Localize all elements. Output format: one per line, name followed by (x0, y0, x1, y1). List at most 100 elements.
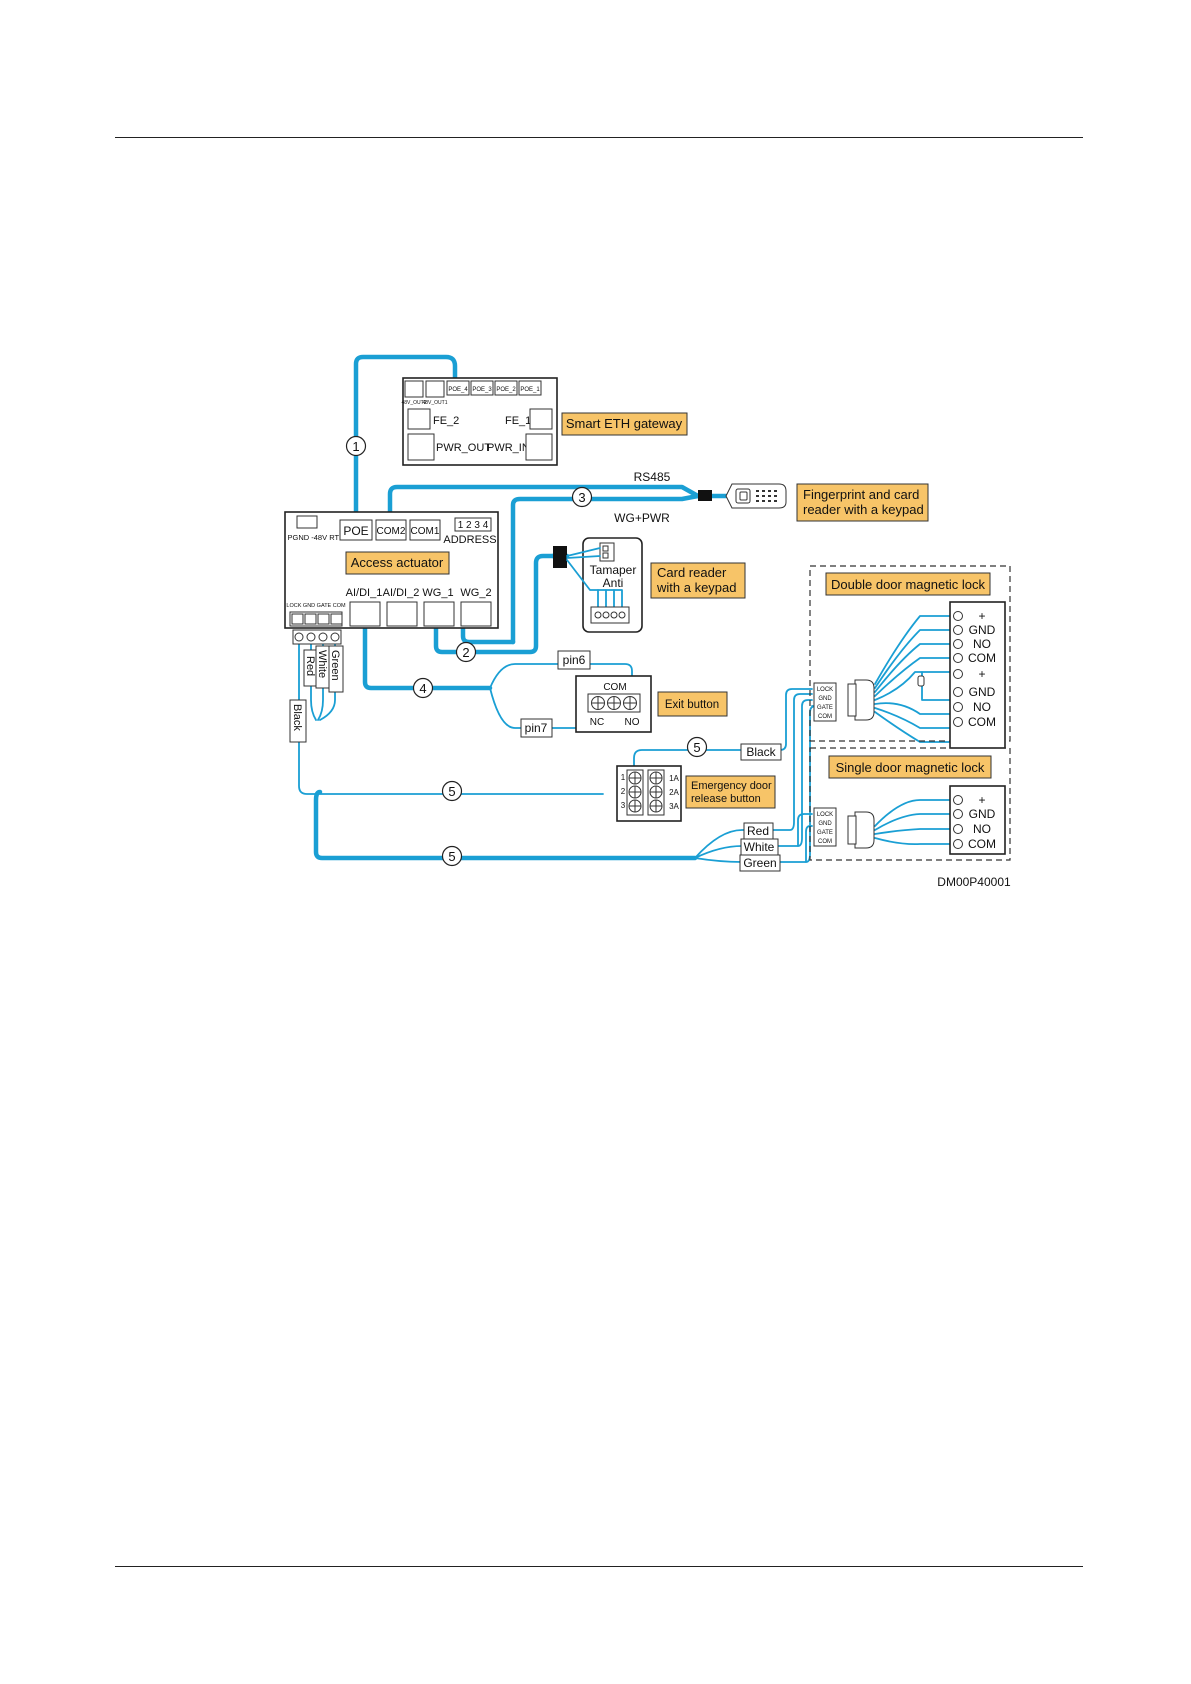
black-wire-label: Black (746, 745, 776, 759)
double-lock-term-7: NO (973, 700, 991, 714)
actuator-addr-digits: 1 2 3 4 (458, 520, 489, 531)
emergency-right-2a: 2A (669, 788, 679, 797)
double-lock-term-8: COM (968, 715, 996, 729)
pin7-label: pin7 (525, 721, 548, 735)
single-lock-conn-lock: LOCK (817, 812, 833, 818)
card-reader: Tamaper Anti Card reader with a keypad (553, 537, 746, 633)
gateway-title: Smart ETH gateway (566, 416, 683, 431)
label-black-vertical: Black (291, 704, 303, 731)
wire-5-white (694, 699, 813, 859)
card-reader-tamper-1: Tamaper (590, 563, 637, 577)
exit-no: NO (625, 717, 640, 728)
wire-5-black (633, 688, 813, 776)
emergency-right-1a: 1A (669, 774, 679, 783)
actuator-aidi2: AI/DI_2 (383, 587, 420, 599)
actuator-power-label: PGND -48V RTN (288, 533, 345, 542)
single-lock-term-4: COM (968, 837, 996, 851)
double-lock-term-1: + (978, 609, 985, 623)
double-door-magnetic-lock: Double door magnetic lock LOCK GND GATE … (809, 565, 1011, 749)
wire-number-5-top: 5 (693, 740, 700, 755)
gateway-port-poe4: POE_4 (448, 387, 468, 393)
double-lock-conn-gnd: GND (818, 696, 832, 702)
gateway-port-poe1: POE_1 (520, 387, 540, 393)
single-lock-conn-gate: GATE (817, 830, 833, 836)
actuator-wg1: WG_1 (422, 587, 453, 599)
wire-5-color-tags: Red White Green (739, 822, 781, 872)
double-lock-term-2: GND (969, 623, 996, 637)
actuator-address: ADDRESS (443, 534, 496, 546)
wire-wg2-lead (460, 615, 516, 645)
wire-4-exit (362, 617, 493, 691)
gateway-port-poe3: POE_3 (472, 387, 492, 393)
terminal-color-labels: Red White Green Black (289, 645, 344, 743)
red-wire-label: Red (747, 824, 769, 838)
wire-5-bundle (313, 789, 698, 861)
gateway-port-poe2: POE_2 (496, 387, 516, 393)
emergency-left-3: 3 (621, 801, 626, 810)
fingerprint-label-line2: reader with a keypad (803, 502, 924, 517)
exit-button-title: Exit button (665, 699, 719, 711)
top-rule (115, 137, 1083, 138)
wire-number-5-bottom: 5 (448, 849, 455, 864)
exit-com: COM (603, 682, 626, 693)
actuator-title: Access actuator (351, 555, 444, 570)
wire-3-wgpwr (510, 493, 701, 645)
double-lock-term-4: COM (968, 651, 996, 665)
gateway-fe2: FE_2 (433, 415, 459, 427)
wire-5-white-top (317, 634, 324, 721)
gateway-pwr-in: PWR_IN (487, 442, 530, 454)
single-lock-term-1: + (978, 793, 985, 807)
exit-nc: NC (590, 717, 604, 728)
wire-5-single-branch (797, 813, 813, 847)
gateway-pwr-out: PWR_OUT (436, 442, 491, 454)
wire-number-4: 4 (419, 681, 426, 696)
double-lock-conn-lock: LOCK (817, 687, 833, 693)
single-lock-conn-gnd: GND (818, 821, 832, 827)
emergency-left-1: 1 (621, 773, 626, 782)
card-reader-label-line2: with a keypad (656, 580, 737, 595)
double-lock-term-5: + (978, 667, 985, 681)
double-lock-term-6: GND (969, 685, 996, 699)
double-lock-conn-com: COM (818, 714, 832, 720)
single-door-magnetic-lock: Single door magnetic lock LOCK GND GATE … (809, 747, 1011, 861)
double-lock-title: Double door magnetic lock (831, 577, 985, 592)
label-rs485: RS485 (634, 470, 671, 484)
wire-3-rs485 (387, 484, 701, 523)
double-lock-fan (874, 615, 951, 743)
wire-5-red-top (310, 634, 317, 721)
wire-number-1: 1 (352, 439, 359, 454)
label-red-vertical: Red (304, 656, 316, 676)
wire-number-5-mid: 5 (448, 784, 455, 799)
fingerprint-label-line1: Fingerprint and card (803, 487, 919, 502)
green-wire-label: Green (743, 856, 776, 870)
exit-button: pin6 pin7 COM NC NO Exit button (520, 650, 728, 738)
actuator-wg2: WG_2 (460, 587, 491, 599)
label-white-vertical: White (316, 650, 328, 678)
single-lock-term-2: GND (969, 807, 996, 821)
wire-numbers: 1 3 2 4 5 5 5 (345, 435, 708, 867)
wires (298, 354, 951, 863)
gateway-fe1: FE_1 (505, 415, 531, 427)
label-green-vertical: Green (329, 650, 341, 681)
white-wire-label: White (744, 840, 775, 854)
bottom-rule (115, 1566, 1083, 1567)
single-lock-fan (874, 799, 951, 846)
label-wg-pwr: WG+PWR (614, 511, 670, 525)
gateway-out2-label: 48V_OUT2 (401, 400, 426, 406)
wire-5-green-top (319, 634, 336, 721)
wire-2-wg1 (433, 553, 556, 655)
diagram-code: DM00P40001 (937, 875, 1011, 889)
emergency-label-line2: release button (691, 793, 761, 805)
actuator-poe: POE (343, 524, 368, 538)
wire-4-pin6 (489, 663, 633, 701)
double-lock-term-3: NO (973, 637, 991, 651)
wire-5-red (694, 693, 813, 859)
single-lock-title: Single door magnetic lock (836, 760, 985, 775)
wire-number-3: 3 (578, 490, 585, 505)
double-lock-conn-gate: GATE (817, 705, 833, 711)
gateway-out1-label: 48V_OUT1 (422, 400, 447, 406)
card-reader-tamper-2: Anti (603, 576, 624, 590)
card-reader-label-line1: Card reader (657, 565, 727, 580)
wire-5-green (694, 705, 817, 863)
